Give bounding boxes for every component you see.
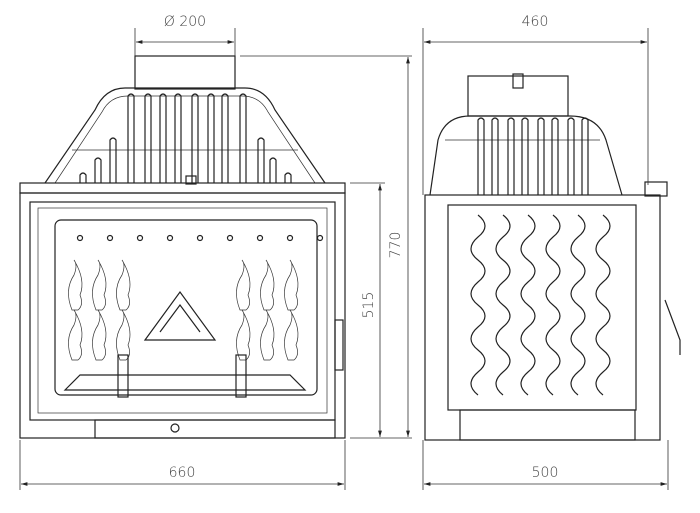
wave-fin — [470, 214, 486, 396]
hood-rib — [207, 93, 215, 183]
door-inner-frame — [37, 207, 328, 414]
bottom-strip — [94, 419, 336, 439]
grate-leg-right — [235, 354, 247, 398]
hood-rib — [127, 93, 135, 183]
logo-icon — [143, 290, 217, 341]
top-knob — [185, 175, 197, 185]
wave-fin — [570, 214, 586, 396]
wave-fin — [520, 214, 536, 396]
hood-rib — [491, 117, 499, 195]
grate — [63, 374, 307, 391]
hood-rib — [477, 117, 485, 195]
hood-rib — [537, 117, 545, 195]
flame — [92, 259, 107, 311]
hood-rib — [521, 117, 529, 195]
hood-rib — [109, 137, 117, 183]
heat-exchanger-waves — [470, 214, 611, 396]
hood-rib — [79, 172, 87, 183]
hood-rib — [567, 117, 575, 195]
hood-rib — [284, 172, 292, 183]
hood-ribs-front — [79, 93, 292, 183]
side-base — [459, 409, 636, 441]
air-hole — [256, 234, 264, 242]
flame — [68, 259, 83, 311]
hood-rib — [159, 93, 167, 183]
air-hole — [166, 234, 174, 242]
side-view — [424, 73, 681, 441]
cold-handle — [664, 299, 681, 355]
air-hole — [196, 234, 204, 242]
hood-rib — [94, 157, 102, 183]
hood-rib — [191, 93, 199, 183]
lifting-eye — [512, 73, 524, 89]
air-hole — [226, 234, 234, 242]
hood-rib — [269, 157, 277, 183]
hood-rib — [144, 93, 152, 183]
label-460: 460 — [522, 14, 549, 30]
wave-fin — [545, 214, 561, 396]
hood-rib — [174, 93, 182, 183]
dimension-lines — [19, 28, 669, 490]
flame — [284, 309, 299, 361]
air-hole — [316, 234, 324, 242]
flame — [236, 309, 251, 361]
wave-fin — [595, 214, 611, 396]
air-hole — [286, 234, 294, 242]
glass-panel — [54, 219, 318, 396]
front-view — [19, 55, 346, 439]
hood-ribs-side — [477, 117, 589, 195]
wave-fin — [495, 214, 511, 396]
air-hole — [106, 234, 114, 242]
front-body — [19, 192, 346, 439]
side-panel — [447, 204, 637, 411]
flame — [116, 259, 131, 311]
flame — [236, 259, 251, 311]
hood-rib — [221, 93, 229, 183]
hood-front — [44, 87, 326, 184]
hood-rib — [507, 117, 515, 195]
hood-rib — [257, 137, 265, 183]
hood-inner-line — [54, 95, 316, 184]
air-holes — [76, 234, 324, 242]
door-frame — [29, 201, 336, 421]
flame — [260, 259, 275, 311]
flue-collar-side — [467, 75, 569, 117]
air-hole — [136, 234, 144, 242]
hood-rib — [239, 93, 247, 183]
hood-rib — [581, 117, 589, 195]
air-control-knob — [170, 423, 180, 433]
flame — [284, 259, 299, 311]
air-hole — [76, 234, 84, 242]
flames-decoration — [68, 259, 299, 361]
label-500: 500 — [532, 465, 559, 481]
flame — [260, 309, 275, 361]
flame — [68, 309, 83, 361]
flue-collar-front — [134, 55, 236, 90]
flame — [116, 309, 131, 361]
label-770: 770 — [388, 232, 404, 259]
grate-leg-left — [117, 354, 129, 398]
label-flue-diameter: Ø 200 — [164, 14, 206, 30]
label-515: 515 — [361, 292, 377, 319]
flame — [92, 309, 107, 361]
hood-side — [429, 115, 623, 196]
label-660: 660 — [169, 465, 196, 481]
hood-rib — [551, 117, 559, 195]
top-rail — [19, 182, 346, 194]
handle-mechanism — [644, 181, 668, 197]
door-handle — [334, 319, 344, 371]
side-body — [424, 194, 661, 441]
